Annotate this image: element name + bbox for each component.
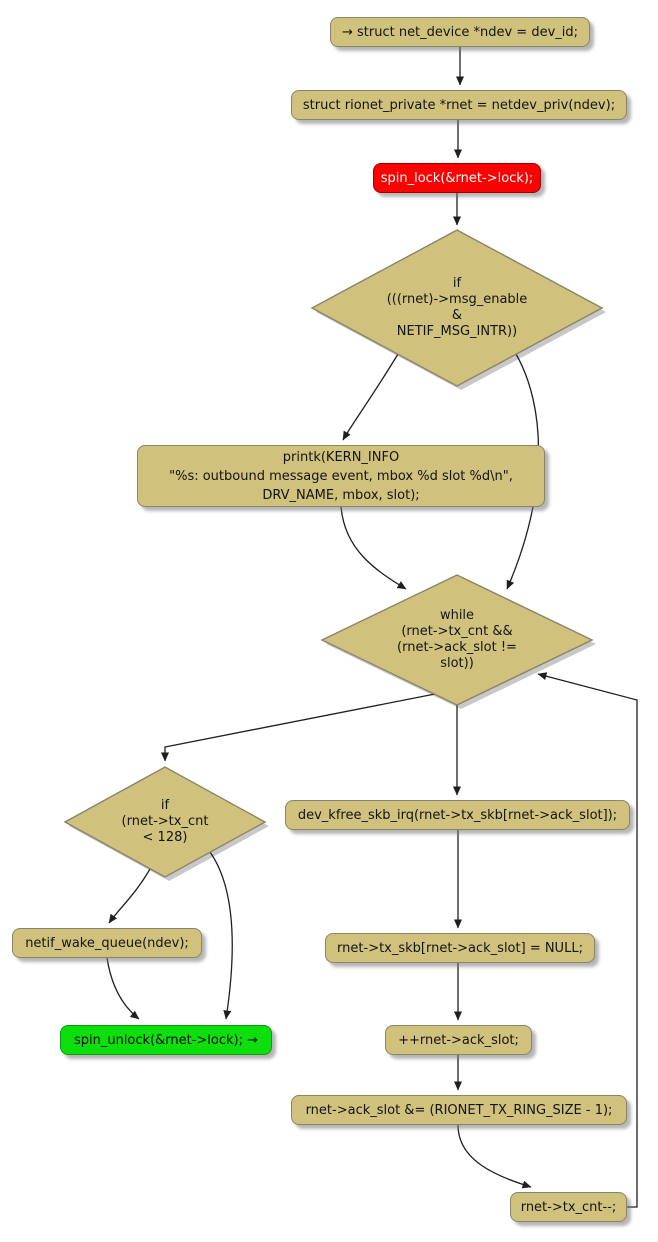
printk-line-2: "%s: outbound message event, mbox %d slo… (169, 468, 513, 484)
node-tx-cnt-dec: rnet->tx_cnt--; (510, 1192, 627, 1222)
node-start-assign: → struct net_device *ndev = dev_id; (330, 17, 590, 47)
decision-if-msg-enable (310, 229, 604, 387)
edge-if-msg-true-to-printk (342, 353, 399, 441)
edge-wakequeue-to-spinunlock (106, 957, 140, 1020)
node-spin-unlock: spin_unlock(&rnet->lock); → (60, 1025, 272, 1055)
node-printk: printk(KERN_INFO "%s: outbound message e… (137, 445, 545, 507)
printk-line-3: DRV_NAME, mbox, slot); (262, 487, 420, 503)
node-dev-kfree-skb-irq: dev_kfree_skb_irq(rnet->tx_skb[rnet->ack… (285, 800, 630, 830)
decision-while-loop (320, 574, 594, 706)
node-inc-ack-slot: ++rnet->ack_slot; (385, 1025, 532, 1055)
printk-line-1: printk(KERN_INFO (282, 449, 400, 465)
edge-while-exit-to-if-txcnt (161, 693, 436, 762)
decision-if-tx-cnt (63, 766, 267, 878)
edge-ackslot-mask-to-txcnt-dec (457, 1124, 532, 1189)
edge-txcnt-dec-loopback-to-while (537, 672, 638, 1208)
node-spin-lock: spin_lock(&rnet->lock); (373, 163, 541, 193)
node-ack-slot-mask: rnet->ack_slot &= (RIONET_TX_RING_SIZE -… (291, 1095, 627, 1125)
edge-if-txcnt-true-to-wakequeue (108, 868, 151, 924)
node-netdev-priv: struct rionet_private *rnet = netdev_pri… (291, 90, 627, 120)
node-netif-wake-queue: netif_wake_queue(ndev); (12, 928, 202, 958)
edge-printk-to-while (340, 506, 407, 590)
node-tx-skb-null: rnet->tx_skb[rnet->ack_slot] = NULL; (325, 933, 595, 963)
edge-if-txcnt-false-to-spinunlock (209, 851, 233, 1020)
